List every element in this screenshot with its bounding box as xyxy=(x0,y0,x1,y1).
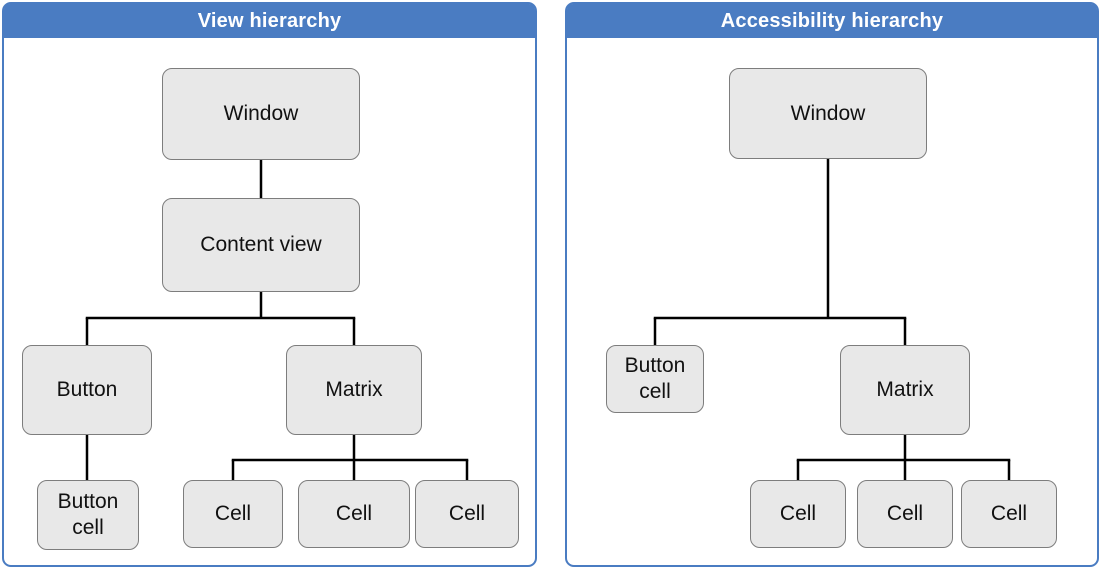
node-content-view: Content view xyxy=(162,198,360,292)
node-cell-2: Cell xyxy=(857,480,953,548)
node-button-cell: Button cell xyxy=(606,345,704,413)
node-matrix: Matrix xyxy=(840,345,970,435)
node-window: Window xyxy=(729,68,927,159)
connector-lines xyxy=(85,160,469,481)
node-cell-2: Cell xyxy=(298,480,410,548)
node-cell-1: Cell xyxy=(183,480,283,548)
node-button: Button xyxy=(22,345,152,435)
node-cell-3: Cell xyxy=(415,480,519,548)
node-cell-3: Cell xyxy=(961,480,1057,548)
node-cell-1: Cell xyxy=(750,480,846,548)
panel-title: Accessibility hierarchy xyxy=(567,4,1097,38)
connector-lines xyxy=(653,159,1011,481)
node-button-cell: Button cell xyxy=(37,480,139,550)
panel-title: View hierarchy xyxy=(4,4,535,38)
node-window: Window xyxy=(162,68,360,160)
node-matrix: Matrix xyxy=(286,345,422,435)
